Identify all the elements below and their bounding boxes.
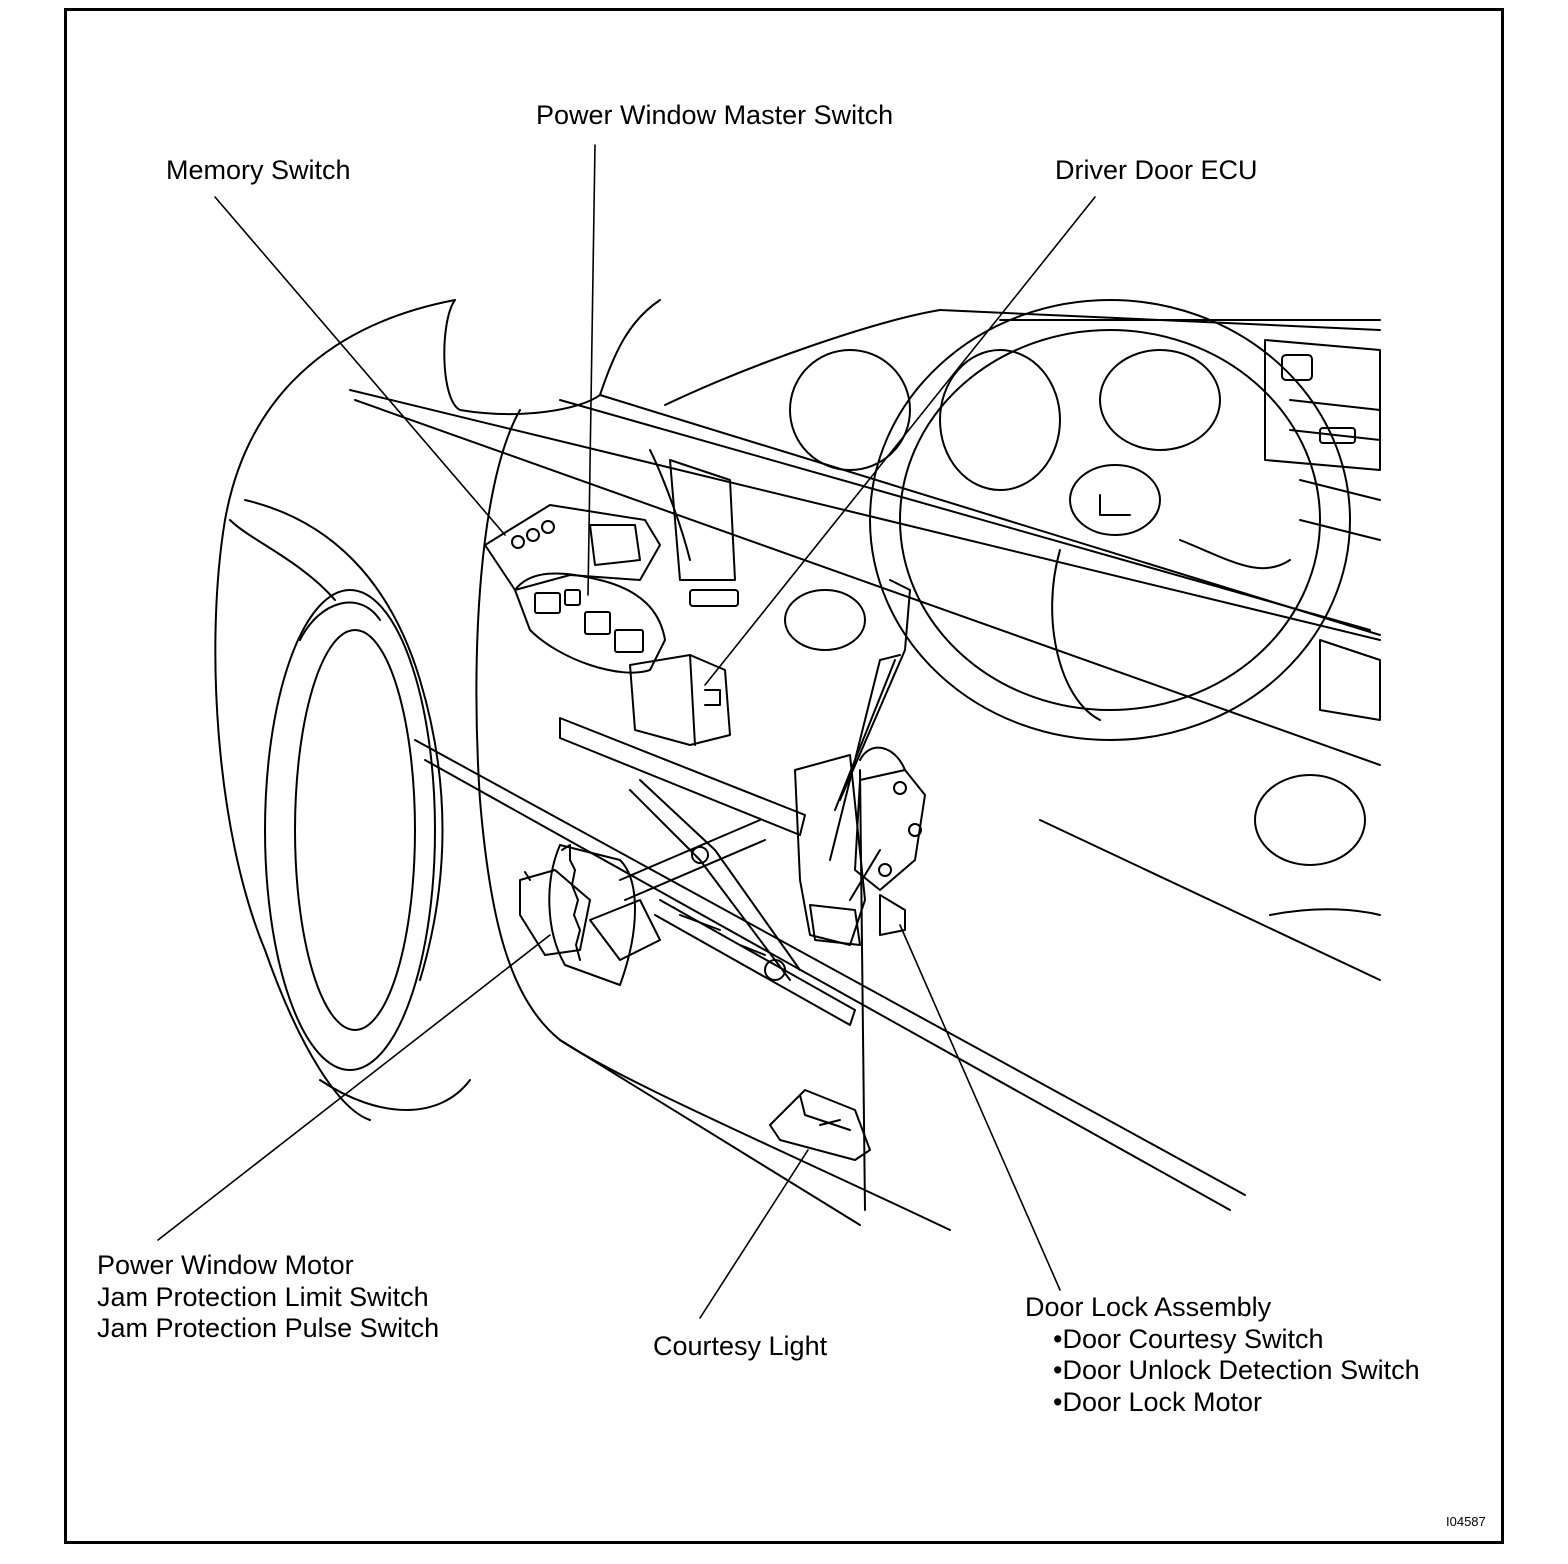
label-driver-door-ecu: Driver Door ECU: [1055, 155, 1258, 185]
door-lock-part: [794, 579, 926, 946]
label-door-lock-motor: •Door Lock Motor: [1053, 1387, 1263, 1417]
leader-lines: [157, 144, 1096, 1319]
leader-driver-ecu: [704, 196, 1096, 686]
memory-switch-part: [484, 504, 661, 591]
dashboard: [649, 309, 1381, 916]
leader-courtesy-light: [699, 1149, 809, 1319]
label-jam-protection-limit-switch: Jam Protection Limit Switch: [97, 1282, 429, 1312]
leader-memory-switch: [214, 196, 506, 536]
window-motor-part: [519, 869, 591, 956]
door-ecu-part: [629, 654, 731, 746]
diagram-frame: [64, 8, 1504, 1544]
label-door-unlock-detection-switch: •Door Unlock Detection Switch: [1053, 1355, 1420, 1385]
window-regulator: [559, 717, 856, 1026]
steering-wheel: [869, 299, 1351, 741]
label-memory-switch: Memory Switch: [166, 155, 351, 185]
sector-gear: [548, 844, 661, 986]
tire: [264, 589, 471, 1111]
master-switch-part: [514, 572, 666, 674]
leader-door-lock: [899, 924, 1061, 1291]
figure-id: I04587: [1446, 1514, 1486, 1529]
label-courtesy-light: Courtesy Light: [653, 1331, 828, 1361]
a-pillar: [443, 299, 1381, 636]
label-door-lock-assembly: Door Lock Assembly: [1025, 1292, 1272, 1322]
door-panel: [349, 389, 1381, 1231]
label-power-window-motor: Power Window Motor: [97, 1250, 354, 1280]
courtesy-light-part: [769, 1089, 871, 1161]
leader-master-switch: [587, 144, 596, 596]
label-door-courtesy-switch: •Door Courtesy Switch: [1053, 1324, 1324, 1354]
leader-window-motor: [157, 934, 551, 1241]
label-power-window-master-switch: Power Window Master Switch: [536, 100, 894, 130]
fender-outline: [214, 299, 456, 1121]
label-jam-protection-pulse-switch: Jam Protection Pulse Switch: [97, 1313, 440, 1343]
